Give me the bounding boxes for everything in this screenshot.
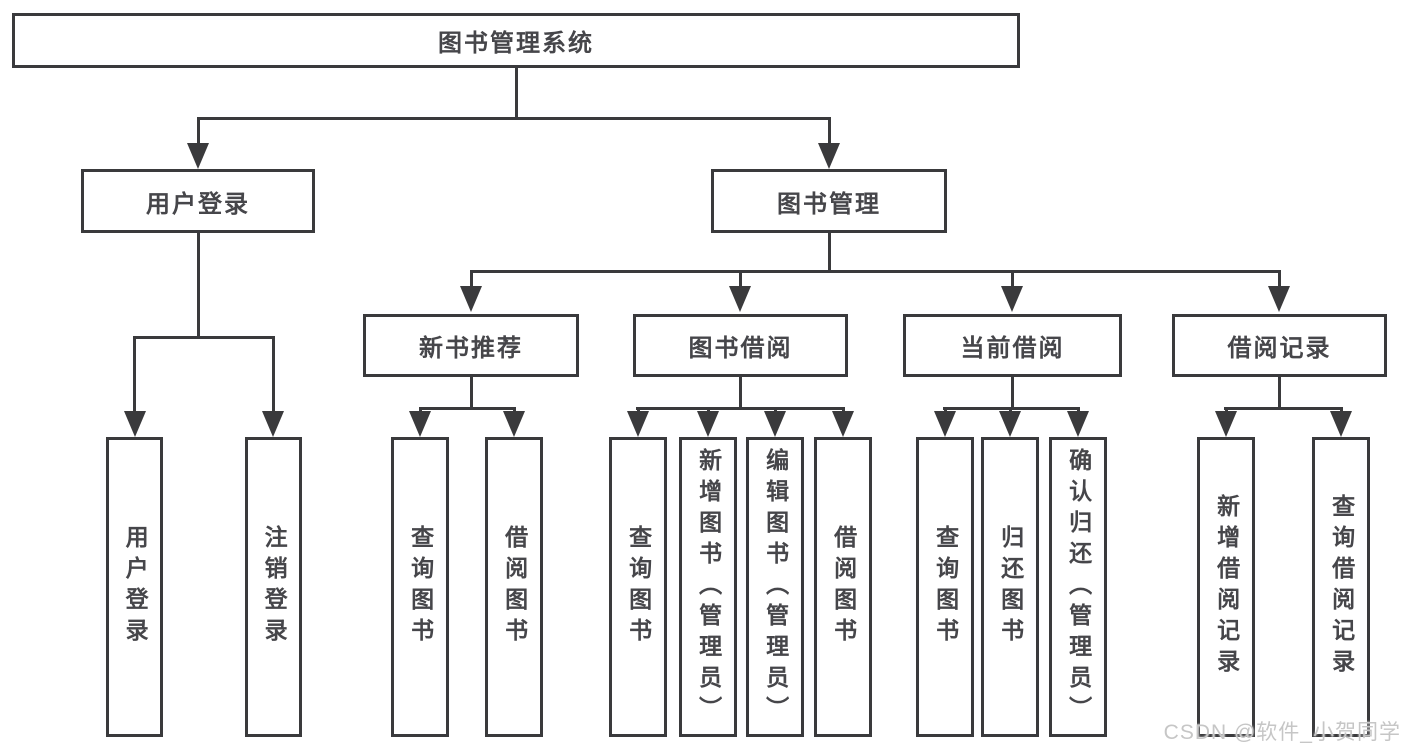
node-user-login-label: 用户登录 xyxy=(146,190,250,218)
node-borrow-records: 借阅记录 xyxy=(1172,314,1387,377)
node-leaf-add-book-admin: 新增图书（管理员） xyxy=(679,437,737,737)
connector-drop-book-borrow xyxy=(739,270,742,288)
arrow-down-icon xyxy=(1001,286,1023,312)
connector-recommend-rail xyxy=(419,407,516,410)
node-current-borrow-label: 当前借阅 xyxy=(960,335,1065,362)
connector-user-login-stem xyxy=(197,233,200,336)
node-leaf-return-book-label: 归还图书 xyxy=(997,525,1024,649)
node-leaf-borrow-book-label: 借阅图书 xyxy=(830,525,857,649)
arrow-down-icon xyxy=(1330,411,1352,437)
connector-root-stem xyxy=(515,68,518,117)
arrow-down-icon xyxy=(729,286,751,312)
node-leaf-query-borrow-record-label: 查询借阅记录 xyxy=(1328,494,1355,680)
connector-level2-rail xyxy=(470,270,1281,273)
node-borrow-records-label: 借阅记录 xyxy=(1227,335,1332,362)
node-leaf-current-query-book-label: 查询图书 xyxy=(932,525,959,649)
node-leaf-borrow-query-book-label: 查询图书 xyxy=(625,525,652,649)
node-current-borrow: 当前借阅 xyxy=(903,314,1122,377)
arrow-down-icon xyxy=(627,411,649,437)
connector-borrow-records-stem xyxy=(1278,377,1281,407)
node-leaf-add-borrow-record: 新增借阅记录 xyxy=(1197,437,1255,737)
arrow-down-icon xyxy=(262,411,284,437)
node-book-borrow: 图书借阅 xyxy=(633,314,848,377)
connector-recommend-stem xyxy=(470,377,473,407)
node-leaf-logout: 注销登录 xyxy=(245,437,302,737)
node-leaf-recommend-query-book-label: 查询图书 xyxy=(407,525,434,649)
node-leaf-confirm-return-admin: 确认归还（管理员） xyxy=(1049,437,1107,737)
arrow-down-icon xyxy=(1268,286,1290,312)
node-book-borrow-label: 图书借阅 xyxy=(688,335,793,362)
node-leaf-recommend-query-book: 查询图书 xyxy=(391,437,449,737)
node-leaf-add-borrow-record-label: 新增借阅记录 xyxy=(1213,494,1240,680)
arrow-down-icon xyxy=(697,411,719,437)
node-leaf-user-login-label: 用户登录 xyxy=(122,525,149,649)
arrow-down-icon xyxy=(999,411,1021,437)
arrow-down-icon xyxy=(409,411,431,437)
node-user-login: 用户登录 xyxy=(81,169,315,233)
node-new-book-recommend: 新书推荐 xyxy=(363,314,579,377)
arrow-down-icon xyxy=(1215,411,1237,437)
node-leaf-user-login: 用户登录 xyxy=(106,437,163,737)
connector-drop-current-borrow xyxy=(1011,270,1014,288)
connector-current-borrow-stem xyxy=(1011,377,1014,407)
connector-book-management-stem xyxy=(828,233,831,270)
node-leaf-borrow-query-book: 查询图书 xyxy=(609,437,667,737)
node-leaf-add-book-admin-label: 新增图书（管理员） xyxy=(695,447,722,727)
csdn-watermark: CSDN @软件_小贺同学 xyxy=(1163,721,1401,744)
node-leaf-recommend-borrow-book: 借阅图书 xyxy=(485,437,543,737)
arrow-down-icon xyxy=(832,411,854,437)
connector-user-login-rail xyxy=(134,336,275,339)
node-leaf-current-query-book: 查询图书 xyxy=(916,437,974,737)
connector-drop-recommend xyxy=(470,270,473,288)
arrow-down-icon xyxy=(934,411,956,437)
node-book-management-label: 图书管理 xyxy=(777,190,881,218)
node-root: 图书管理系统 xyxy=(12,13,1020,68)
node-leaf-query-borrow-record: 查询借阅记录 xyxy=(1312,437,1370,737)
connector-book-borrow-stem xyxy=(739,377,742,407)
arrow-down-icon xyxy=(503,411,525,437)
node-new-book-recommend-label: 新书推荐 xyxy=(419,335,523,362)
connector-drop-leaf-user-login xyxy=(133,336,136,414)
connector-drop-leaf-logout xyxy=(272,336,275,414)
arrow-down-icon xyxy=(764,411,786,437)
node-leaf-recommend-borrow-book-label: 借阅图书 xyxy=(501,525,528,649)
connector-borrow-records-rail xyxy=(1224,407,1343,410)
arrow-down-icon xyxy=(1067,411,1089,437)
node-leaf-return-book: 归还图书 xyxy=(981,437,1039,737)
node-leaf-edit-book-admin-label: 编辑图书（管理员） xyxy=(762,447,789,727)
node-book-management: 图书管理 xyxy=(711,169,947,233)
node-leaf-confirm-return-admin-label: 确认归还（管理员） xyxy=(1065,447,1092,727)
arrow-down-icon xyxy=(124,411,146,437)
connector-drop-borrow-records xyxy=(1278,270,1281,288)
connector-book-borrow-rail xyxy=(636,407,845,410)
node-leaf-edit-book-admin: 编辑图书（管理员） xyxy=(746,437,804,737)
node-leaf-borrow-book: 借阅图书 xyxy=(814,437,872,737)
node-root-label: 图书管理系统 xyxy=(438,30,594,57)
arrow-down-icon xyxy=(460,286,482,312)
node-leaf-logout-label: 注销登录 xyxy=(261,525,288,649)
connector-drop-user-login xyxy=(197,117,200,145)
arrow-down-icon xyxy=(818,143,840,169)
arrow-down-icon xyxy=(187,143,209,169)
connector-drop-book-management xyxy=(828,117,831,145)
connector-level1-rail xyxy=(197,117,831,120)
